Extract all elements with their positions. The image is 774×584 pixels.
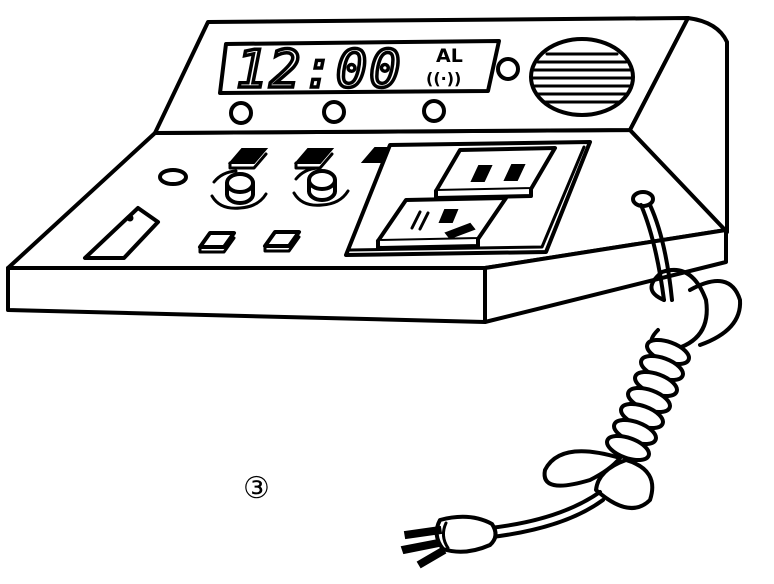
push-button-left[interactable] [198, 231, 236, 249]
alarm-indicator: AL [436, 45, 463, 67]
alarm-symbol: ((·)) [426, 69, 461, 88]
knob-left[interactable] [210, 169, 268, 210]
power-switch[interactable] [83, 206, 160, 260]
figure-number: ③ [243, 471, 270, 506]
lcd-window [218, 39, 501, 95]
indicator-lamp-2 [293, 148, 335, 164]
cord-coil [605, 337, 691, 463]
display-button-1[interactable] [229, 101, 253, 125]
indicator-oval [158, 168, 188, 186]
display-housing-side [628, 16, 729, 234]
lcd-time: 12:00 [236, 40, 403, 100]
display-button-2[interactable] [322, 100, 346, 124]
display-button-3[interactable] [422, 99, 446, 123]
knob-right[interactable] [292, 166, 350, 207]
speaker-grille [529, 37, 635, 117]
socket-lower [376, 196, 508, 250]
base-front-face [6, 266, 487, 324]
indicator-lamp-1 [227, 148, 269, 164]
power-plug [400, 514, 498, 569]
power-cord [488, 203, 743, 539]
status-led [496, 57, 520, 81]
push-button-right[interactable] [263, 230, 301, 248]
